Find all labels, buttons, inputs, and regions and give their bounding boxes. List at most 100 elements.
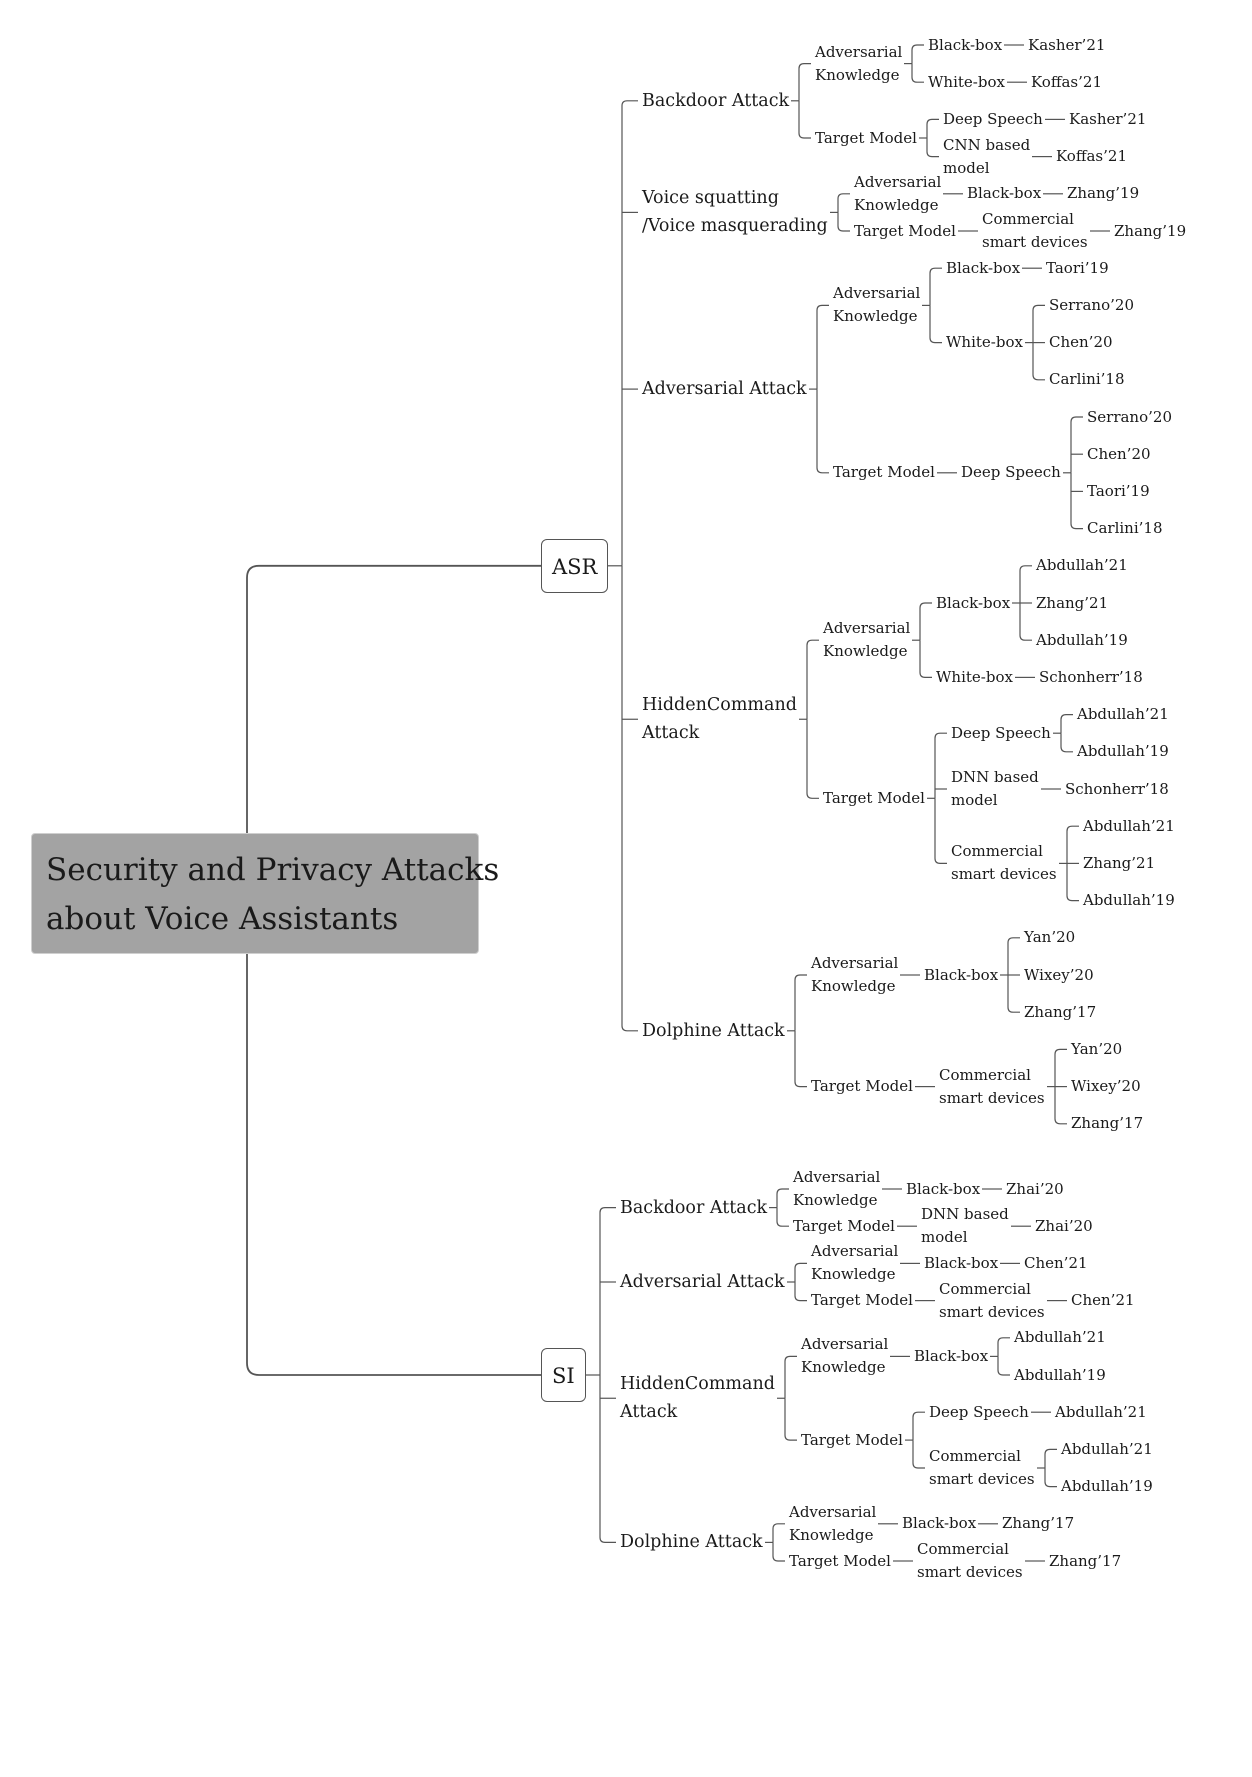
attribute-label: Black-box — [914, 1346, 989, 1365]
attribute-label-line: model — [921, 1228, 968, 1247]
reference-label: Zhang’19 — [1067, 184, 1140, 203]
attribute-node-dnn-based-model: DNN based model — [921, 1203, 1009, 1249]
attribute-label-line: DNN based — [951, 768, 1039, 786]
category-label: Target Model — [789, 1551, 891, 1570]
attack-label: Adversarial Attack — [642, 379, 807, 400]
attribute-node-black-box: Black-box — [914, 1345, 988, 1368]
reference-node-zhang21: Zhang’21 — [1083, 852, 1155, 875]
connector-branch — [776, 1188, 789, 1208]
reference-node-koffas21: Koffas’21 — [1056, 145, 1127, 168]
category-node-target-model: Target Model — [833, 461, 935, 484]
connector-branch — [926, 118, 939, 138]
connector-branch — [1032, 304, 1045, 343]
reference-node-abdullah19: Abdullah’19 — [1014, 1364, 1106, 1387]
reference-label: Kasher’21 — [1028, 35, 1106, 54]
category-label-line: Adversarial — [854, 172, 942, 191]
attack-node-voice-squatting-voice-masquerading: Voice squatting/Voice masquerading — [642, 184, 828, 240]
category-label-line: Knowledge — [789, 1525, 874, 1544]
connector-branch — [1060, 714, 1073, 734]
attribute-label-line: Commercial — [917, 1540, 1009, 1558]
reference-node-schonherr18: Schonherr’18 — [1065, 778, 1169, 801]
attribute-label-line: model — [943, 158, 990, 177]
reference-node-abdullah21: Abdullah’21 — [1061, 1438, 1153, 1461]
attack-node-backdoor-attack: Backdoor Attack — [642, 87, 789, 115]
attribute-label: Deep Speech — [961, 463, 1061, 482]
connector-branch — [997, 1337, 1010, 1357]
category-label: Target Model — [801, 1430, 903, 1449]
attribute-node-black-box: Black-box — [906, 1178, 980, 1201]
connector-branch — [1019, 603, 1032, 641]
reference-label: Schonherr’18 — [1065, 779, 1169, 798]
reference-label: Chen’20 — [1087, 444, 1151, 463]
connector-branch — [1007, 937, 1020, 975]
attribute-node-white-box: White-box — [928, 71, 1005, 94]
attribute-label-line: CNN based — [943, 135, 1031, 154]
connector-branch — [1070, 416, 1083, 473]
reference-node-abdullah19: Abdullah’19 — [1061, 1475, 1153, 1498]
reference-label: Chen’21 — [1071, 1291, 1135, 1310]
reference-node-zhang17: Zhang’17 — [1049, 1550, 1121, 1573]
reference-node-abdullah21: Abdullah’21 — [1014, 1326, 1106, 1349]
connector-branch — [816, 304, 829, 390]
attribute-label: Black-box — [924, 965, 999, 984]
attack-label-line: Attack — [642, 723, 700, 744]
category-node-target-model: Target Model — [815, 127, 917, 150]
category-label-line: Knowledge — [811, 1265, 896, 1284]
connector-branch — [1054, 1086, 1067, 1125]
attack-label: Dolphine Attack — [620, 1532, 763, 1553]
connector-root-si — [246, 954, 541, 1376]
connector-branch — [1007, 975, 1020, 1013]
attribute-label-line: model — [951, 791, 998, 809]
attack-label-line: Voice squatting — [642, 188, 779, 209]
attribute-label-line: DNN based — [921, 1205, 1009, 1224]
reference-label: Abdullah’21 — [1055, 1402, 1147, 1421]
category-label: Target Model — [823, 788, 925, 807]
connector-branch — [772, 1542, 785, 1562]
category-label-line: Knowledge — [793, 1191, 878, 1209]
reference-node-koffas21: Koffas’21 — [1031, 71, 1102, 94]
reference-node-chen20: Chen’20 — [1049, 331, 1113, 354]
reference-label: Zhang’17 — [1024, 1002, 1097, 1021]
connector-branch — [816, 389, 829, 474]
attack-label-line: HiddenCommand — [620, 1374, 775, 1395]
attack-node-adversarial-attack: Adversarial Attack — [642, 375, 807, 403]
connector-branch — [798, 100, 811, 139]
reference-node-chen21: Chen’21 — [1024, 1252, 1088, 1275]
reference-node-abdullah21: Abdullah’21 — [1083, 815, 1175, 838]
attack-label: Backdoor Attack — [620, 1197, 768, 1218]
connector-branch — [1066, 825, 1079, 864]
connector-branch — [794, 1282, 807, 1302]
reference-label: Zhai’20 — [1035, 1216, 1093, 1235]
connector-branch — [806, 719, 819, 799]
reference-node-carlini18: Carlini’18 — [1049, 368, 1125, 391]
reference-node-chen21: Chen’21 — [1071, 1289, 1135, 1312]
attack-node-adversarial-attack: Adversarial Attack — [620, 1268, 785, 1296]
reference-node-zhai20: Zhai’20 — [1035, 1215, 1093, 1238]
connector-branch — [784, 1398, 797, 1441]
attribute-node-black-box: Black-box — [928, 34, 1002, 57]
attribute-label: White-box — [946, 333, 1023, 352]
attack-label: Adversarial Attack — [620, 1272, 785, 1292]
attack-label-line: HiddenCommand — [642, 695, 797, 716]
reference-node-taori19: Taori’19 — [1046, 257, 1109, 280]
branch-node-asr: ASR — [541, 538, 609, 593]
connector-branch — [837, 193, 850, 213]
connector-branch — [784, 1355, 797, 1399]
reference-label: Serrano’20 — [1087, 407, 1172, 426]
reference-label: Abdullah’19 — [1061, 1477, 1153, 1496]
reference-node-yan20: Yan’20 — [1024, 926, 1075, 949]
reference-label: Schonherr’18 — [1039, 667, 1143, 686]
connector-branch — [929, 267, 942, 306]
root-topic-line-2: about Voice Assistants — [46, 901, 399, 937]
root-topic-line-1: Security and Privacy Attacks — [46, 852, 500, 888]
reference-label: Abdullah’21 — [1061, 1439, 1153, 1458]
attribute-label-line: Commercial — [939, 1279, 1031, 1298]
reference-label: Carlini’18 — [1087, 519, 1163, 538]
